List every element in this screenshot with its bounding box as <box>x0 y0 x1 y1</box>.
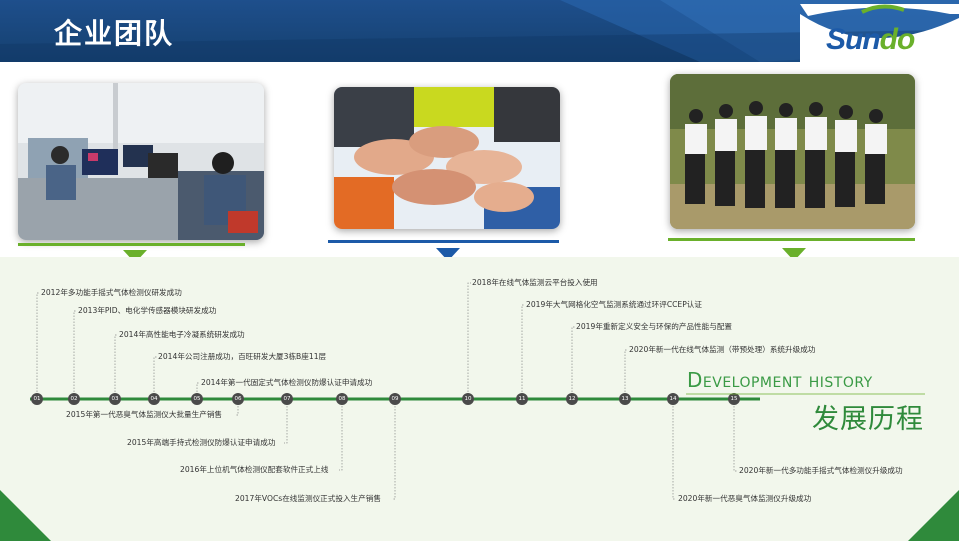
connector-01 <box>36 292 40 395</box>
stacked-hands-photo <box>334 87 560 229</box>
connector-13 <box>624 349 628 395</box>
timeline-node-09 <box>389 393 401 405</box>
timeline-node-06 <box>232 393 244 405</box>
milestone-text: 2019年重新定义安全与环保的产品性能与配置 <box>576 322 733 331</box>
company-logo: Sundo <box>826 23 915 56</box>
node-label: 09 <box>391 396 399 402</box>
timeline-node-05 <box>191 393 203 405</box>
panel-corner-right <box>908 490 959 541</box>
milestone-text: 2018年在线气体监测云平台投入使用 <box>472 278 598 287</box>
node-label: 13 <box>621 396 629 402</box>
timeline-graphic <box>30 282 925 500</box>
node-label: 03 <box>111 396 119 402</box>
connector-08 <box>339 403 343 471</box>
timeline-node-11 <box>516 393 528 405</box>
timeline-node-01 <box>31 393 43 405</box>
connector-05 <box>196 382 200 395</box>
milestone-text: 2019年大气网格化空气监测系统通过环评CCEP认证 <box>526 300 702 309</box>
milestone-text: 2020年新一代恶臭气体监测仪升级成功 <box>678 494 812 503</box>
node-label: 15 <box>730 396 738 402</box>
panel-corner-left <box>0 490 51 541</box>
node-label: 14 <box>669 396 677 402</box>
timeline-node-03 <box>109 393 121 405</box>
logo-swoosh <box>800 4 959 72</box>
milestone-text: 2014年公司注册成功，百旺研发大厦3栋B座11层 <box>158 352 327 361</box>
timeline-node-14 <box>667 393 679 405</box>
node-label: 02 <box>70 396 78 402</box>
photo-2-underline <box>328 240 559 243</box>
connector-15 <box>733 403 737 472</box>
timeline-node-12 <box>566 393 578 405</box>
node-label: 12 <box>568 396 576 402</box>
connector-10 <box>467 282 471 395</box>
connector-06 <box>235 403 239 416</box>
connector-12 <box>571 326 575 395</box>
connector-09 <box>392 403 396 500</box>
connector-03 <box>114 334 118 395</box>
timeline-node-08 <box>336 393 348 405</box>
photo-3-underline <box>668 238 915 241</box>
timeline-node-10 <box>462 393 474 405</box>
milestone-text: 2012年多功能手摇式气体检测仪研发成功 <box>41 288 182 297</box>
connector-14 <box>672 403 676 500</box>
timeline-node-04 <box>148 393 160 405</box>
photo-1-underline <box>18 243 245 246</box>
connector-11 <box>521 304 525 395</box>
milestone-text: 2017年VOCs在线监测仪正式投入生产销售 <box>235 494 381 503</box>
node-label: 07 <box>283 396 291 402</box>
node-label: 05 <box>193 396 201 402</box>
node-label: 11 <box>518 396 526 402</box>
history-title-english: Development history <box>687 368 873 392</box>
timeline-node-15 <box>728 393 740 405</box>
timeline-node-02 <box>68 393 80 405</box>
node-label: 01 <box>33 396 41 402</box>
node-label: 04 <box>150 396 158 402</box>
milestone-text: 2020年新一代多功能手摇式气体检测仪升级成功 <box>739 466 903 475</box>
milestone-text: 2015年第一代恶臭气体监测仪大批量生产销售 <box>66 410 223 419</box>
milestone-text: 2015年高端手持式检测仪防爆认证申请成功 <box>127 438 276 447</box>
timeline-node-07 <box>281 393 293 405</box>
milestone-text: 2013年PID、电化学传感器模块研发成功 <box>78 306 217 315</box>
connector-04 <box>153 356 157 395</box>
page-title: 企业团队 <box>54 17 175 50</box>
node-label: 06 <box>234 396 242 402</box>
milestone-text: 2016年上位机气体检测仪配套软件正式上线 <box>180 465 329 474</box>
milestone-text: 2020年新一代在线气体监测（带预处理）系统升级成功 <box>629 345 816 354</box>
node-label: 08 <box>338 396 346 402</box>
timeline-node-13 <box>619 393 631 405</box>
connector-02 <box>73 310 77 395</box>
milestone-text: 2014年第一代固定式气体检测仪防爆认证申请成功 <box>201 378 373 387</box>
node-label: 10 <box>464 396 472 402</box>
team-huddle-photo <box>670 74 915 229</box>
connector-07 <box>284 403 288 444</box>
office-workstations-photo <box>18 83 264 240</box>
milestone-text: 2014年高性能电子冷凝系统研发成功 <box>119 330 245 339</box>
history-title-chinese: 发展历程 <box>812 404 924 435</box>
